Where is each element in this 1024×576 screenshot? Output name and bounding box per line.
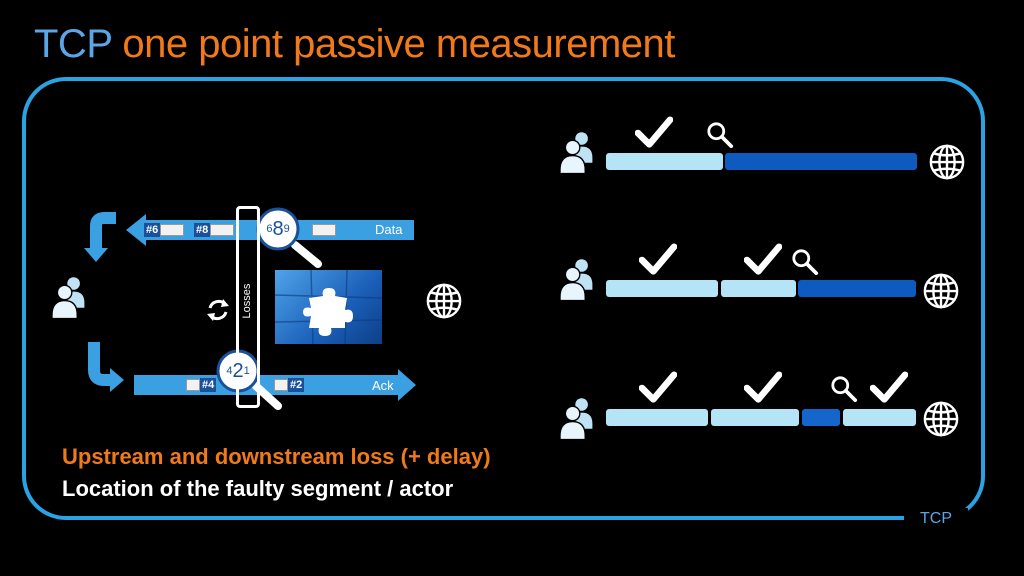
puzzle-image [275, 270, 382, 344]
lens-digit: 2 [232, 360, 244, 382]
segment-faulty [802, 409, 840, 426]
flow-arrow-bottom [88, 342, 124, 392]
packet-chip: #4 [186, 378, 217, 392]
packet-chip [312, 223, 336, 237]
refresh-icon [207, 299, 229, 321]
check-icon [642, 375, 674, 400]
check-icon [642, 247, 674, 272]
segment-ok [606, 409, 708, 426]
packet-number: #8 [194, 223, 211, 237]
segment-ok [711, 409, 799, 426]
packet-chip: #2 [274, 378, 305, 392]
note-line-1: Upstream and downstream loss (+ delay) [62, 444, 491, 469]
envelope-icon [186, 379, 200, 391]
globe-icon [426, 283, 462, 319]
check-icon [638, 120, 670, 145]
packet-number: #6 [144, 223, 161, 237]
envelope-icon [210, 224, 235, 236]
segment-unknown [725, 153, 917, 170]
packet-chip: #6 [144, 223, 185, 237]
globe-icon [923, 273, 959, 309]
globe-icon [923, 401, 959, 437]
ack-arrow-label: Ack [372, 378, 394, 393]
lens-digit: 1 [243, 365, 250, 377]
envelope-icon [160, 224, 185, 236]
lens-digit: 9 [283, 223, 290, 235]
user-icon [560, 258, 594, 302]
envelope-icon [274, 379, 288, 391]
data-arrow-label: Data [375, 222, 403, 237]
losses-box [236, 206, 260, 408]
puzzle-piece [275, 270, 382, 344]
user-icon [560, 397, 594, 441]
segment-ok [606, 153, 723, 170]
user-icon [560, 131, 594, 175]
user-icon [52, 276, 86, 320]
magnifier-icon [791, 248, 819, 276]
data-lens [256, 207, 322, 268]
lens-digit: 4 [226, 365, 233, 377]
globe-icon [929, 144, 965, 180]
page-title: TCP one point passive measurement [34, 18, 675, 70]
data-lens-digits: 689 [258, 217, 298, 241]
lens-digit: 8 [272, 218, 284, 240]
magnifier-icon [706, 121, 734, 149]
ack-lens-digits: 421 [218, 359, 258, 383]
segment-ok [843, 409, 916, 426]
check-icon [747, 247, 779, 272]
note-line-2: Location of the faulty segment / actor [62, 476, 454, 501]
packet-chip: #8 [194, 223, 235, 237]
footer-tag: TCP [904, 508, 968, 530]
title-main: one point passive measurement [122, 22, 675, 66]
segment-ok [606, 280, 718, 297]
flow-arrow-top [84, 212, 116, 262]
check-icon [747, 375, 779, 400]
packet-number: #4 [200, 378, 217, 392]
title-prefix: TCP [34, 22, 112, 66]
segment-unknown [798, 280, 916, 297]
packet-number: #2 [288, 378, 305, 392]
magnifier-icon [830, 375, 858, 403]
check-icon [873, 375, 905, 400]
losses-label: Losses [241, 283, 253, 319]
segment-ok [721, 280, 796, 297]
lens-digit: 6 [266, 223, 273, 235]
content-frame [22, 77, 985, 520]
envelope-icon [312, 224, 336, 236]
